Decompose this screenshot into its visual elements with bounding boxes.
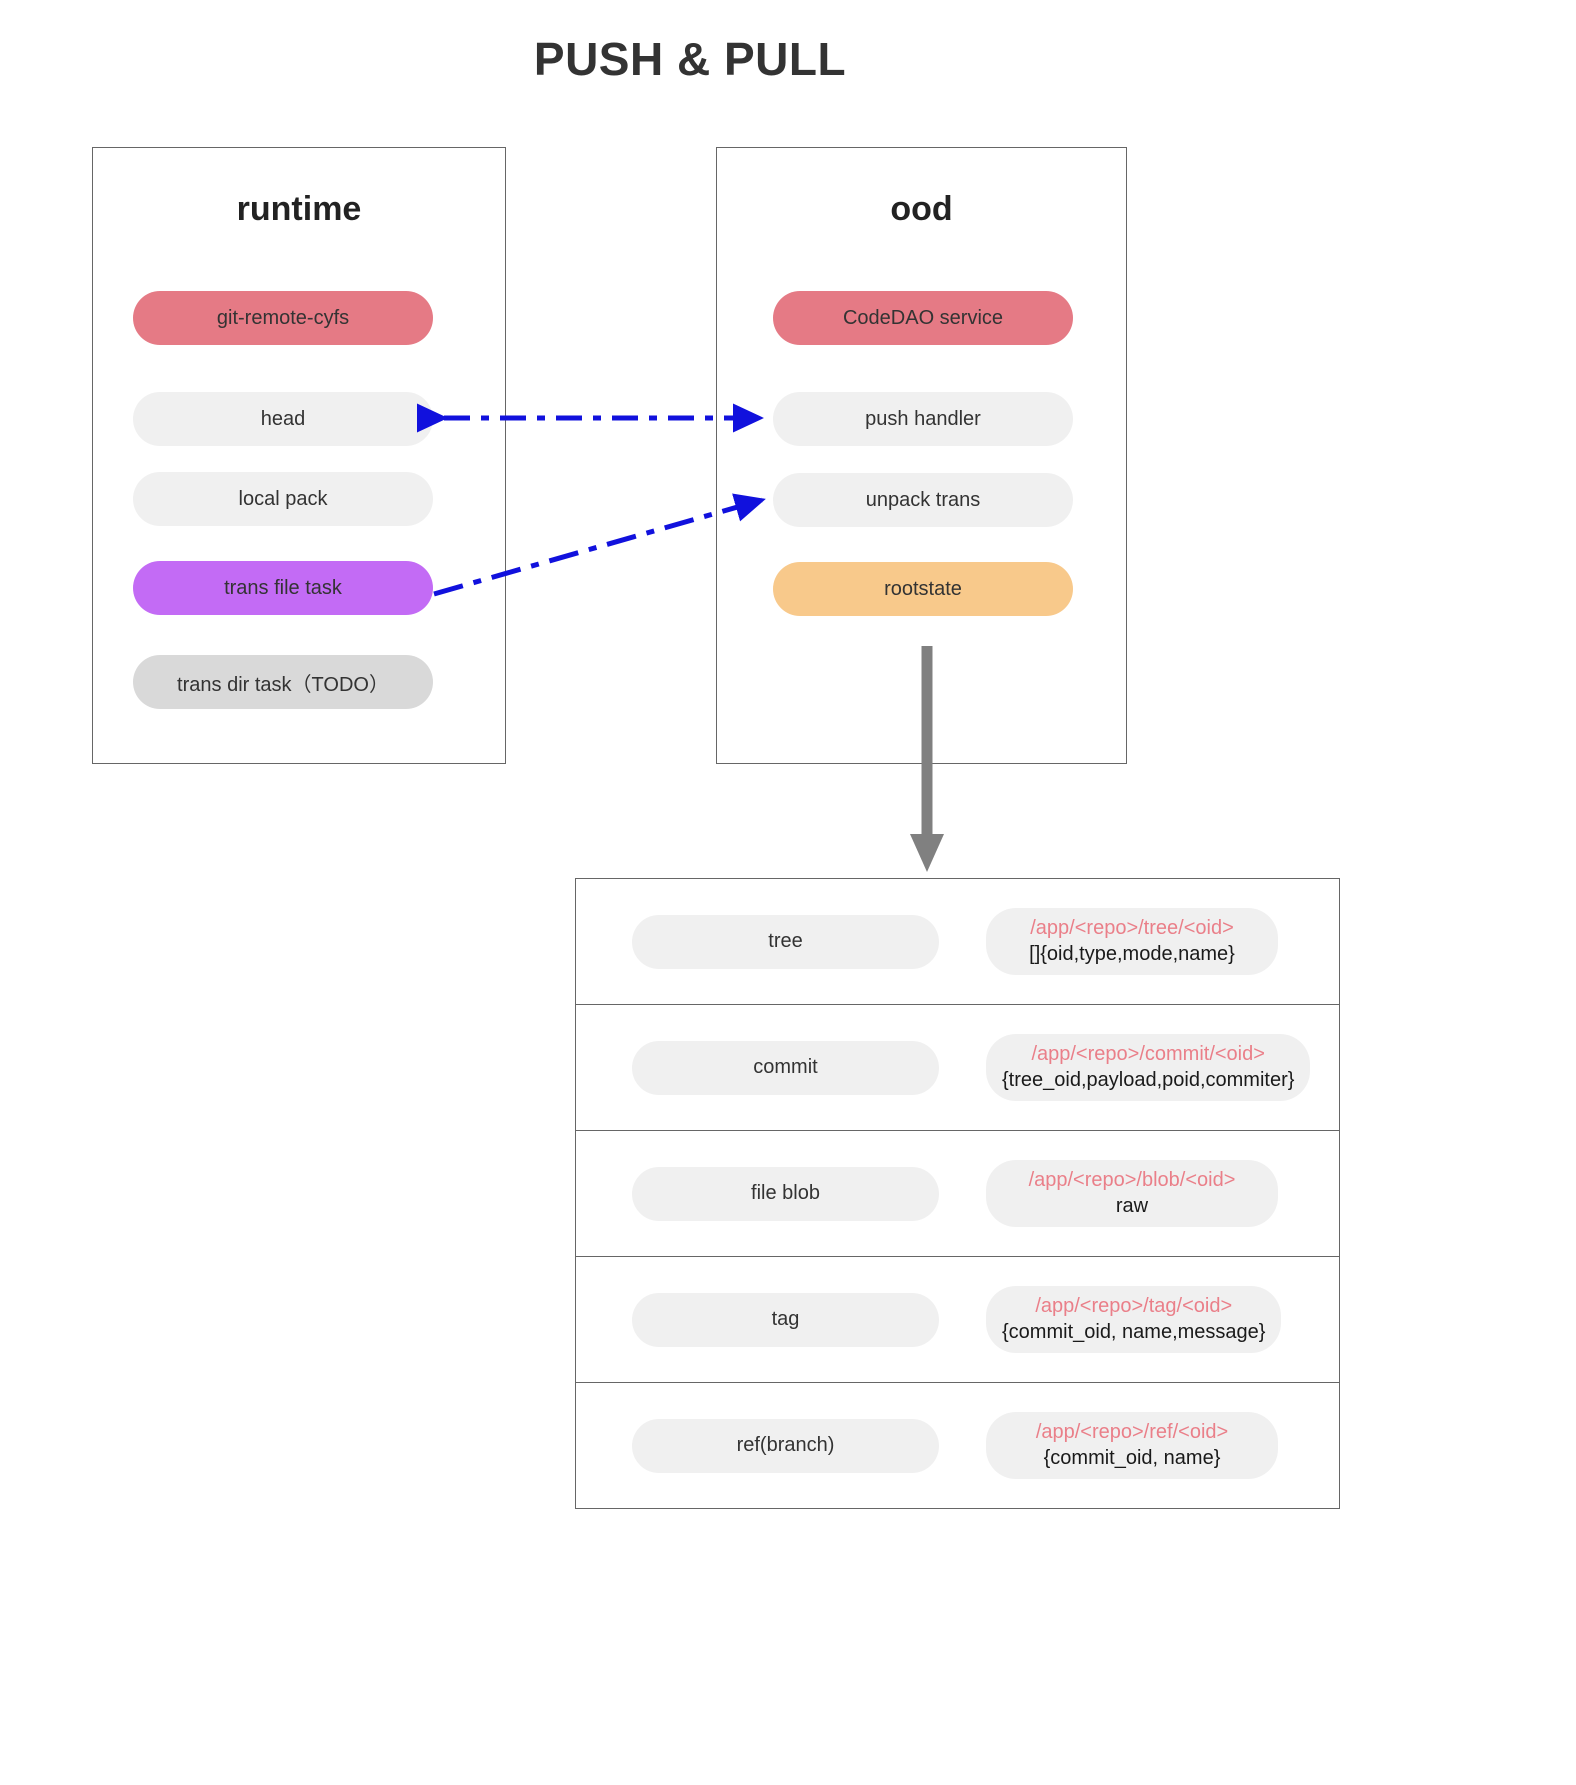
node-local-pack[interactable]: local pack xyxy=(133,472,433,526)
object-path-tag: /app/<repo>/tag/<oid> xyxy=(1035,1294,1233,1317)
object-path-ref-branch: /app/<repo>/ref/<oid> xyxy=(1035,1420,1229,1443)
panel-runtime-title: runtime xyxy=(236,190,362,228)
node-head[interactable]: head xyxy=(133,392,433,446)
node-push-handler[interactable]: push handler xyxy=(773,392,1073,446)
node-rootstate[interactable]: rootstate xyxy=(773,562,1073,616)
node-git-remote-cyfs[interactable]: git-remote-cyfs xyxy=(133,291,433,345)
object-schema-ref-branch: {commit_oid, name} xyxy=(1043,1446,1221,1469)
table-row: ref(branch) /app/<repo>/ref/<oid> {commi… xyxy=(576,1383,1339,1509)
panel-ood-title: ood xyxy=(890,190,953,228)
object-type-file-blob[interactable]: file blob xyxy=(632,1166,939,1221)
object-type-tag[interactable]: tag xyxy=(632,1292,939,1347)
node-trans-file-task[interactable]: trans file task xyxy=(133,561,433,615)
object-schema-commit: {tree_oid,payload,poid,commiter} xyxy=(1002,1068,1295,1091)
object-detail-commit[interactable]: /app/<repo>/commit/<oid> {tree_oid,paylo… xyxy=(986,1033,1311,1102)
object-path-commit: /app/<repo>/commit/<oid> xyxy=(1031,1042,1265,1065)
object-type-ref-branch[interactable]: ref(branch) xyxy=(632,1418,939,1473)
node-trans-dir-task[interactable]: trans dir task（TODO） xyxy=(133,655,433,709)
object-detail-tag[interactable]: /app/<repo>/tag/<oid> {commit_oid, name,… xyxy=(986,1285,1282,1354)
object-table: tree /app/<repo>/tree/<oid> []{oid,type,… xyxy=(575,878,1340,1509)
table-row: tree /app/<repo>/tree/<oid> []{oid,type,… xyxy=(576,879,1339,1005)
object-schema-file-blob: raw xyxy=(1115,1194,1149,1217)
object-type-commit[interactable]: commit xyxy=(632,1040,939,1095)
panel-runtime: runtime git-remote-cyfs head local pack … xyxy=(92,147,506,764)
node-codedao-service[interactable]: CodeDAO service xyxy=(773,291,1073,345)
object-detail-file-blob[interactable]: /app/<repo>/blob/<oid> raw xyxy=(986,1159,1278,1228)
table-row: file blob /app/<repo>/blob/<oid> raw xyxy=(576,1131,1339,1257)
object-path-file-blob: /app/<repo>/blob/<oid> xyxy=(1028,1168,1236,1191)
table-row: tag /app/<repo>/tag/<oid> {commit_oid, n… xyxy=(576,1257,1339,1383)
table-row: commit /app/<repo>/commit/<oid> {tree_oi… xyxy=(576,1005,1339,1131)
object-type-tree[interactable]: tree xyxy=(632,914,939,969)
object-schema-tag: {commit_oid, name,message} xyxy=(1002,1320,1266,1343)
page-title: PUSH & PULL xyxy=(533,33,847,85)
object-detail-ref-branch[interactable]: /app/<repo>/ref/<oid> {commit_oid, name} xyxy=(986,1411,1278,1480)
node-unpack-trans[interactable]: unpack trans xyxy=(773,473,1073,527)
object-detail-tree[interactable]: /app/<repo>/tree/<oid> []{oid,type,mode,… xyxy=(986,907,1278,976)
object-schema-tree: []{oid,type,mode,name} xyxy=(1029,942,1235,965)
object-path-tree: /app/<repo>/tree/<oid> xyxy=(1030,916,1234,939)
panel-ood: ood CodeDAO service push handler unpack … xyxy=(716,147,1127,764)
